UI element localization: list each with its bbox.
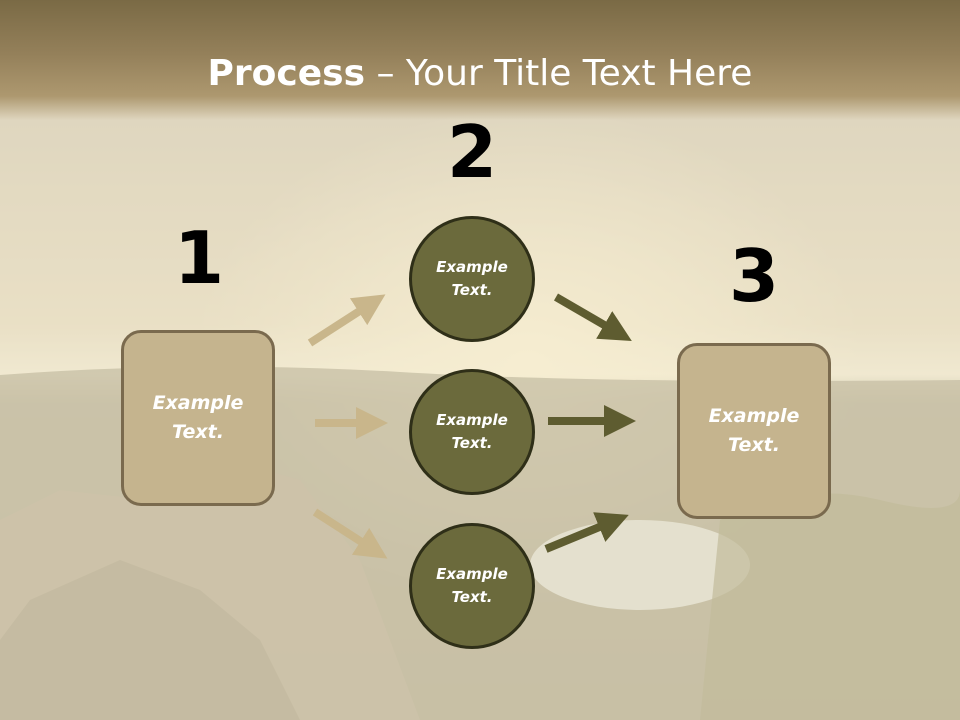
step-number-3: 3 [728, 234, 780, 318]
circle-top-label: Example Text. [436, 258, 508, 299]
title-banner [0, 0, 960, 120]
circle-top: Example Text. [409, 216, 535, 342]
circle-middle-label: Example Text. [436, 411, 508, 452]
step-number-2: 2 [446, 110, 498, 194]
circle-bottom: Example Text. [409, 523, 535, 649]
circle-middle: Example Text. [409, 369, 535, 495]
arrow-left-to-bottom [312, 508, 388, 559]
left-step-box: Example Text. [121, 330, 275, 506]
slide-title: Process – Your Title Text Here [0, 52, 960, 96]
arrow-left-to-top [307, 294, 386, 347]
title-rest: – Your Title Text Here [365, 53, 753, 94]
arrow-bottom-to-right [544, 512, 629, 553]
circle-bottom-label: Example Text. [436, 565, 508, 606]
right-step-box-label: Example Text. [708, 405, 800, 456]
right-step-box: Example Text. [677, 343, 831, 519]
left-step-box-label: Example Text. [152, 392, 244, 443]
arrow-top-to-right [553, 293, 632, 342]
title-bold: Process [207, 53, 366, 94]
step-number-1: 1 [173, 216, 225, 300]
